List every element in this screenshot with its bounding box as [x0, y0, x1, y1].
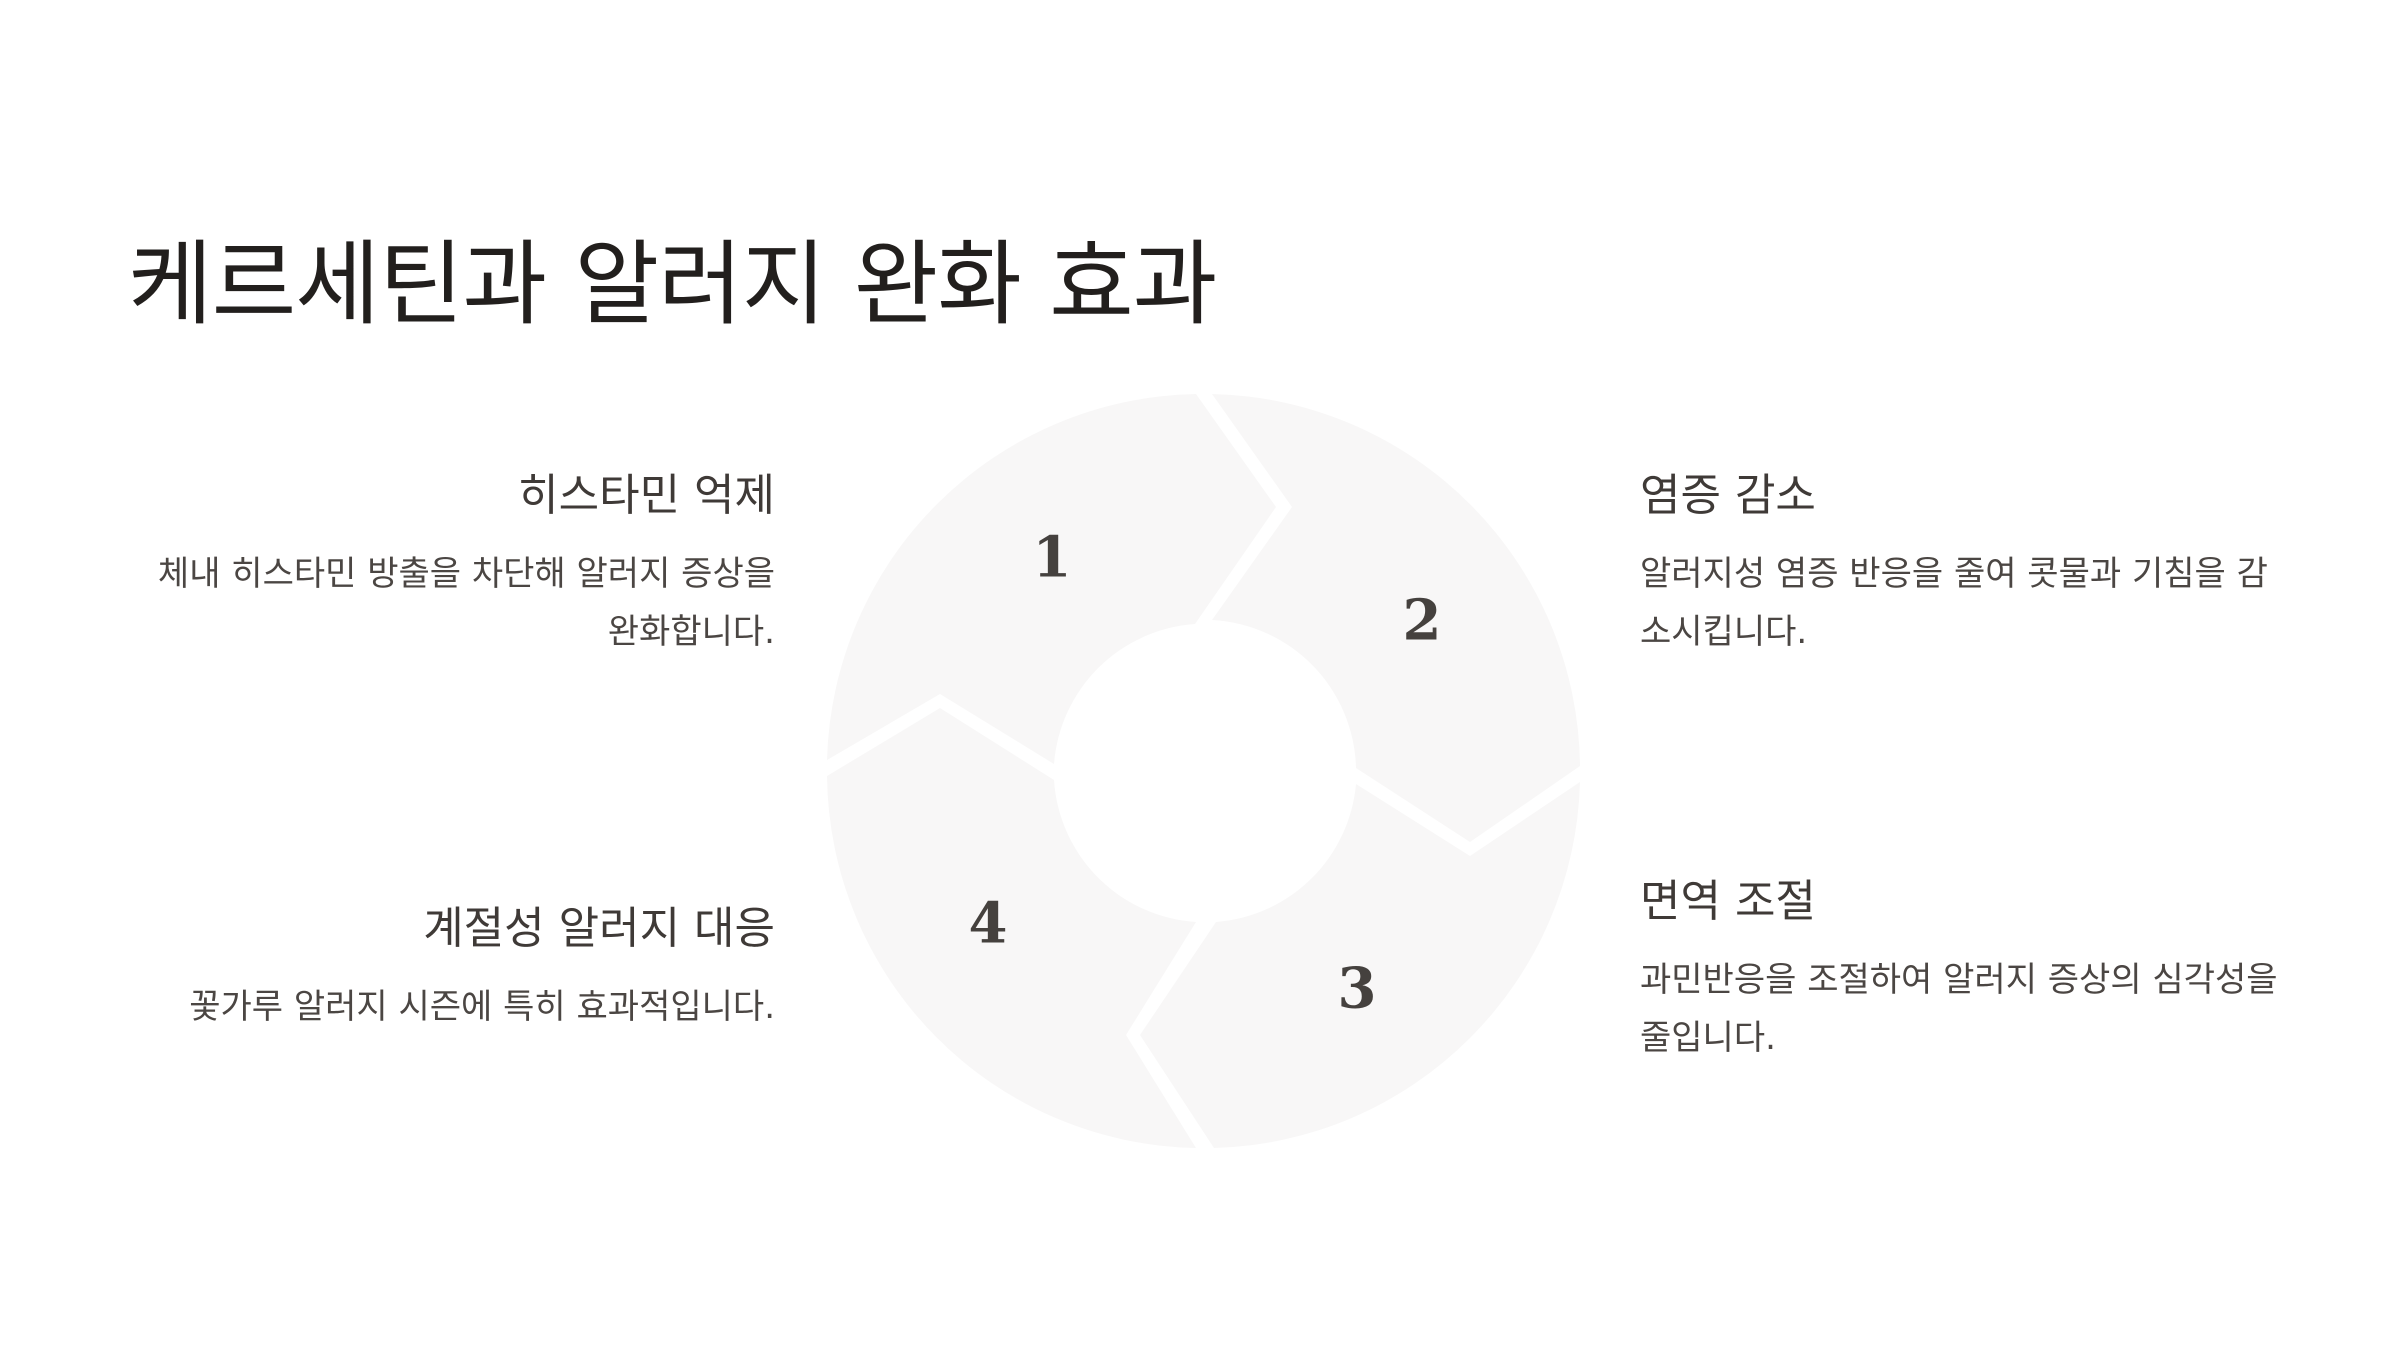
step-4-text: 꽃가루 알러지 시즌에 특히 효과적입니다.: [189, 986, 775, 1027]
cycle-segment-1: [827, 394, 1276, 764]
page-title: 케르세틴과 알러지 완화 효과: [128, 231, 1217, 338]
step-number-3: 3: [1338, 956, 1377, 1022]
step-4-block: 계절성 알러지 대응 꽃가루 알러지 시즌에 특히 효과적입니다.: [125, 903, 775, 1036]
step-4-heading: 계절성 알러지 대응: [423, 903, 775, 954]
cycle-segment-2: [1212, 394, 1580, 842]
step-2-block: 염증 감소 알러지성 염증 반응을 줄여 콧물과 기침을 감소시킵니다.: [1640, 470, 2290, 661]
cycle-segment-3: [1140, 782, 1580, 1148]
step-3-heading: 면역 조절: [1640, 876, 1816, 927]
step-number-1: 1: [1033, 525, 1072, 591]
step-1-text: 체내 히스타민 방출을 차단해 알러지 증상을 완화합니다.: [157, 553, 775, 652]
step-1-block: 히스타민 억제 체내 히스타민 방출을 차단해 알러지 증상을 완화합니다.: [125, 470, 775, 661]
cycle-segment-4: [827, 708, 1196, 1148]
step-3-block: 면역 조절 과민반응을 조절하여 알러지 증상의 심각성을 줄입니다.: [1640, 876, 2290, 1067]
step-2-heading: 염증 감소: [1640, 470, 1816, 521]
step-number-4: 4: [969, 891, 1008, 957]
step-1-heading: 히스타민 억제: [518, 470, 775, 521]
step-number-2: 2: [1403, 588, 1442, 654]
step-3-text: 과민반응을 조절하여 알러지 증상의 심각성을 줄입니다.: [1640, 959, 2278, 1058]
step-2-text: 알러지성 염증 반응을 줄여 콧물과 기침을 감소시킵니다.: [1640, 553, 2268, 652]
